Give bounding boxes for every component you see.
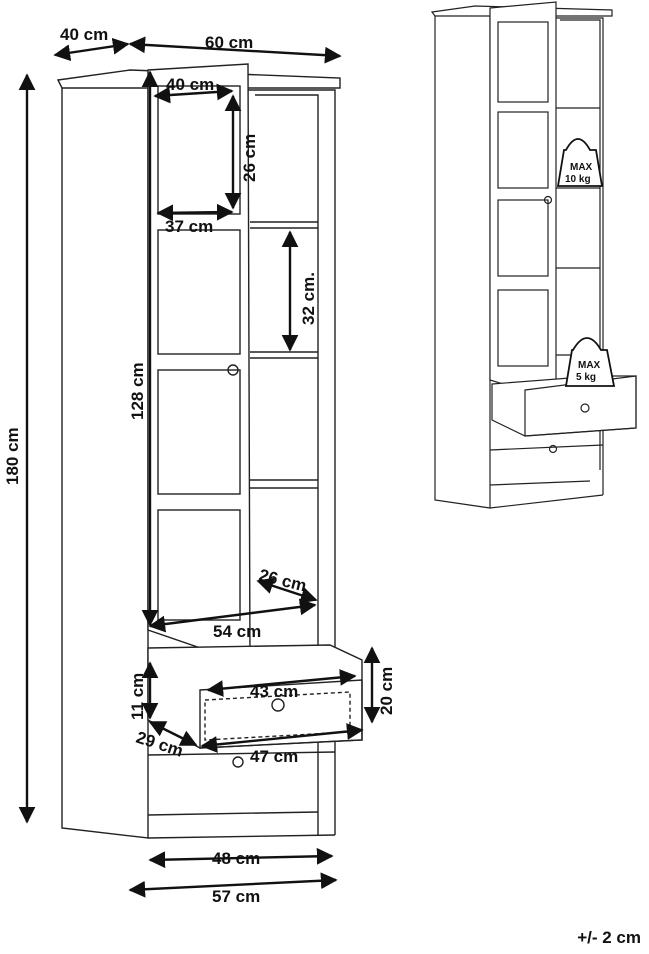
dim-line-inner-depth bbox=[256, 577, 318, 604]
shelf-load-line2: 10 kg bbox=[565, 174, 591, 185]
label-total-height: 180 cm bbox=[3, 427, 22, 485]
label-width-top: 60 cm bbox=[205, 33, 253, 52]
dim-line-base-width bbox=[128, 872, 338, 898]
label-inner-width: 54 cm bbox=[213, 622, 261, 641]
dim-line-depth-top bbox=[53, 37, 130, 62]
glass-door bbox=[147, 63, 251, 666]
dim-line-width-top bbox=[128, 36, 342, 64]
label-comp-width-top: 37 cm bbox=[165, 217, 213, 236]
interior-back bbox=[255, 94, 319, 760]
label-drawer-width: 47 cm bbox=[250, 747, 298, 766]
tolerance-note: +/- 2 cm bbox=[577, 928, 641, 947]
dim-line-drawer-inner-width bbox=[206, 669, 357, 697]
weight-icon bbox=[564, 337, 616, 387]
dim-line-inner-width bbox=[148, 598, 317, 633]
label-drawer-inner-height: 11 cm bbox=[128, 673, 147, 720]
small-glass-door bbox=[489, 1, 557, 401]
label-comp-height-top: 26 cm bbox=[240, 134, 259, 182]
label-door-height: 128 cm bbox=[128, 362, 147, 420]
label-drawer-inner-width: 43 cm bbox=[250, 682, 298, 701]
dim-line-base-inner-width bbox=[148, 847, 334, 869]
label-base-inner-width: 48 cm bbox=[212, 849, 260, 868]
label-base-width: 57 cm bbox=[212, 887, 260, 906]
load-cabinet bbox=[430, 1, 637, 509]
dimension-labels: 40 cm 60 cm 40 cm 26 cm 37 cm 32 cm. 128… bbox=[3, 25, 396, 906]
main-cabinet bbox=[56, 63, 363, 839]
label-comp-height-mid: 32 cm. bbox=[299, 272, 318, 325]
dim-line-comp-width-top bbox=[156, 203, 234, 222]
drawer-load-line2: 5 kg bbox=[576, 372, 596, 383]
drawer-load-line1: MAX bbox=[578, 360, 601, 371]
cabinet-left-side bbox=[61, 88, 149, 839]
label-depth-top: 40 cm bbox=[60, 25, 108, 44]
door-knob bbox=[227, 364, 239, 376]
shelf-load-weight: MAX 10 kg bbox=[556, 138, 604, 187]
label-drawer-height: 20 cm bbox=[377, 667, 396, 715]
shelf-load-line1: MAX bbox=[570, 162, 593, 173]
dimension-lines bbox=[18, 36, 381, 898]
dim-line-shelf-depth bbox=[153, 83, 234, 104]
small-cabinet-left-side bbox=[434, 16, 491, 509]
dim-line-drawer-depth bbox=[148, 720, 198, 747]
drawer-load-weight: MAX 5 kg bbox=[564, 337, 616, 387]
label-shelf-depth: 40 cm bbox=[166, 75, 214, 94]
drawer-knob bbox=[271, 698, 285, 712]
label-inner-depth: 26 cm bbox=[257, 565, 308, 595]
dim-line-drawer-width bbox=[200, 723, 364, 753]
lower-drawer-knob bbox=[232, 756, 244, 768]
weight-icon bbox=[556, 138, 604, 187]
